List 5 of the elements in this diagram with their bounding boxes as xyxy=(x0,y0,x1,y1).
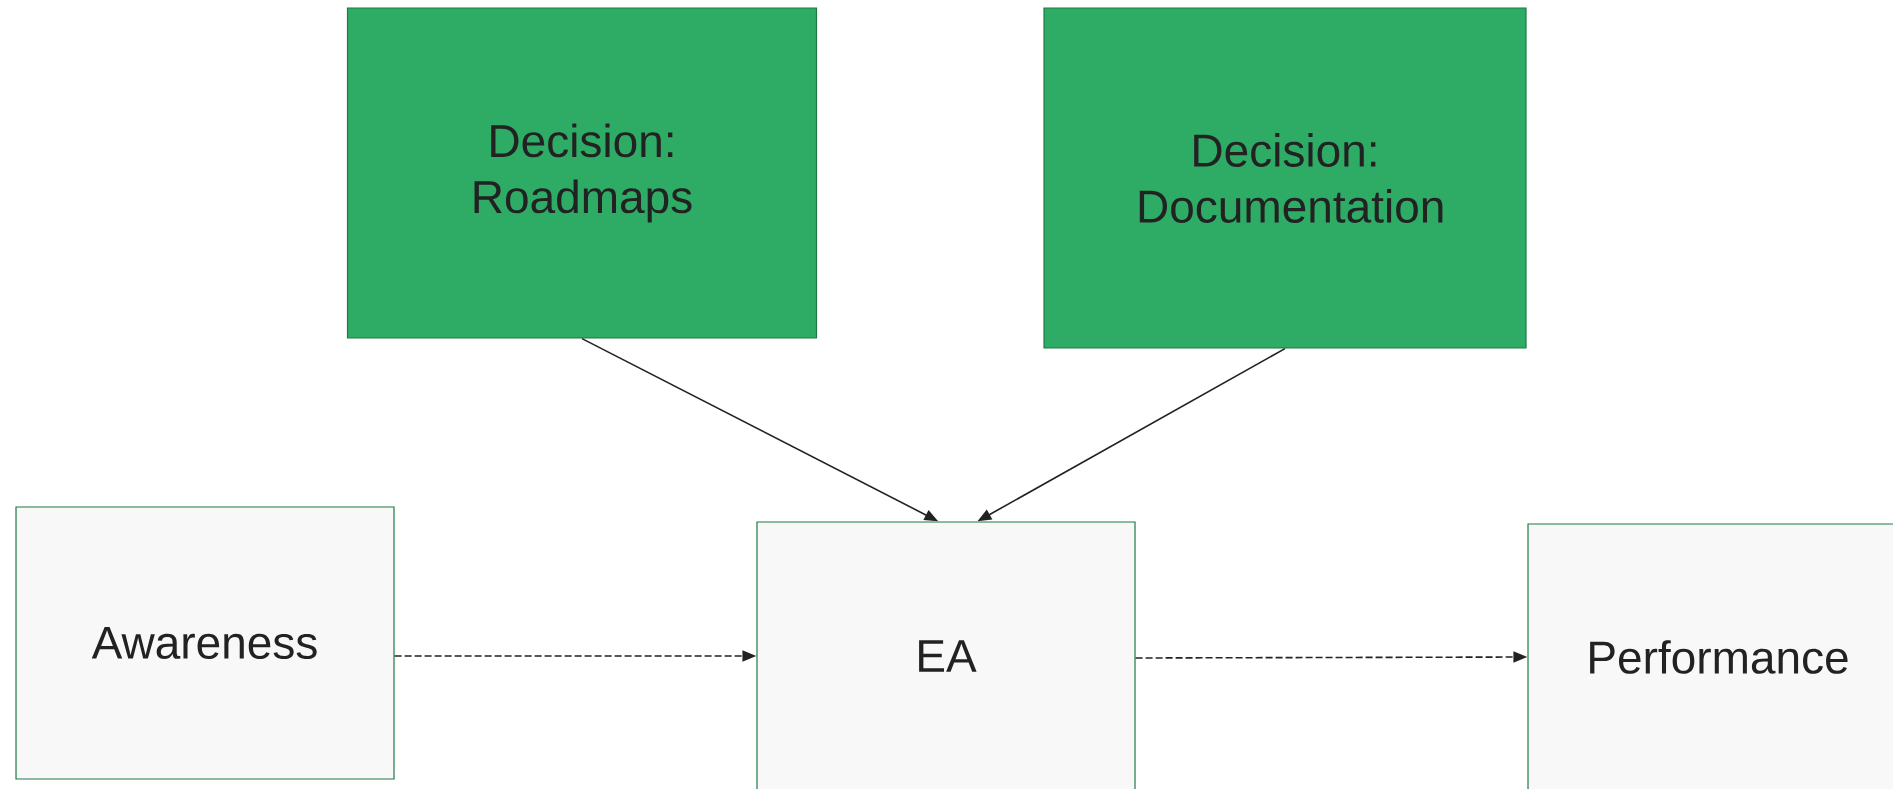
decision-box: Decision: Roadmaps xyxy=(346,7,818,339)
decision-box: Decision: Documentation xyxy=(1043,7,1527,349)
process-box: Awareness xyxy=(15,506,395,780)
process-box: EA xyxy=(756,521,1136,789)
process-box: Performance xyxy=(1527,523,1893,789)
